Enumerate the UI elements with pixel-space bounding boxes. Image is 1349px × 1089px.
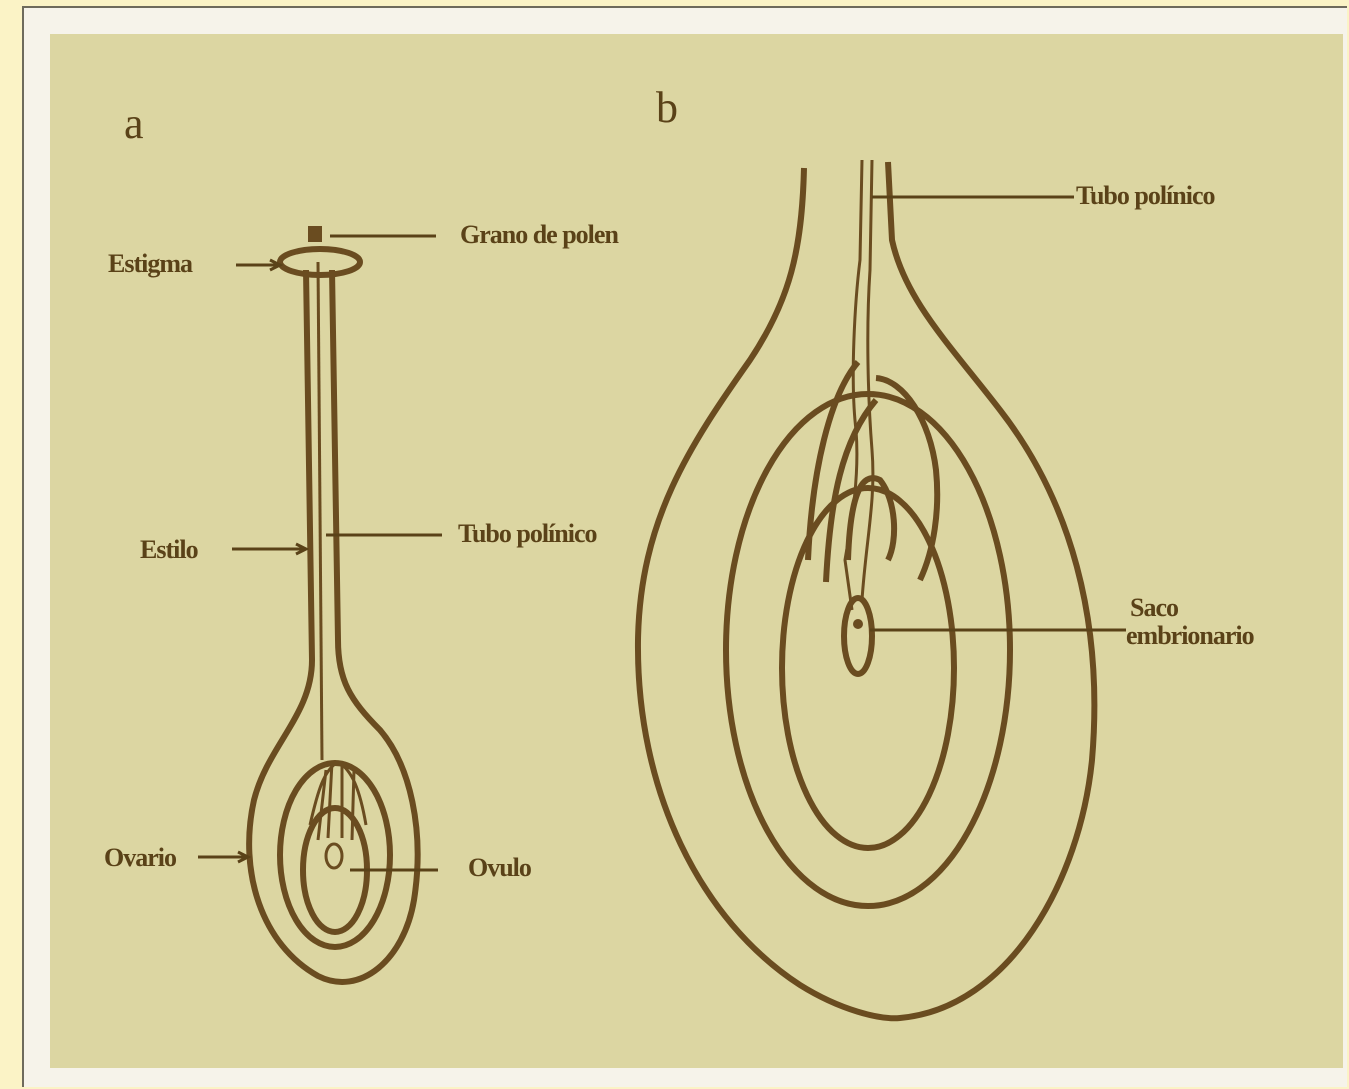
- label-estilo: Estilo: [140, 535, 199, 564]
- label-saco: Saco: [1130, 593, 1179, 622]
- ovule-outer-shape: [280, 763, 390, 947]
- label-ovulo: Ovulo: [468, 853, 532, 882]
- pistil-outline: [249, 270, 417, 982]
- label-estigma: Estigma: [108, 249, 193, 278]
- label-ovario: Ovario: [104, 843, 177, 872]
- panel-b-letter: b: [656, 83, 678, 132]
- pollen-tube-shape: [318, 262, 322, 760]
- pollen-grain-shape: [308, 226, 322, 242]
- label-tubo-polinico-b: Tubo polínico: [1076, 181, 1216, 210]
- pollen-tube-b-shape-2: [862, 160, 873, 600]
- ovary-wall-b: [638, 162, 1094, 1018]
- label-embrionario: embrionario: [1126, 621, 1255, 650]
- embryo-sac-a-shape: [326, 844, 342, 868]
- embryo-sac-nucleus: [853, 619, 863, 629]
- pollen-tube-b-shape: [845, 160, 862, 610]
- pointer-ovario: [198, 852, 248, 862]
- panel-b: b Tubo polínico Saco embrionario: [638, 83, 1255, 1018]
- pointer-estigma: [236, 260, 280, 270]
- stigma-shape: [280, 249, 360, 275]
- label-grano-de-polen: Grano de polen: [460, 220, 619, 249]
- embryo-sac-b-shape: [844, 598, 872, 674]
- pointer-estilo: [232, 544, 306, 554]
- outer-integument-b: [726, 394, 1010, 906]
- panel-a-letter: a: [124, 99, 144, 148]
- panel-a: a Grano de polen Estig: [104, 99, 619, 982]
- label-tubo-polinico-a: Tubo polínico: [458, 519, 598, 548]
